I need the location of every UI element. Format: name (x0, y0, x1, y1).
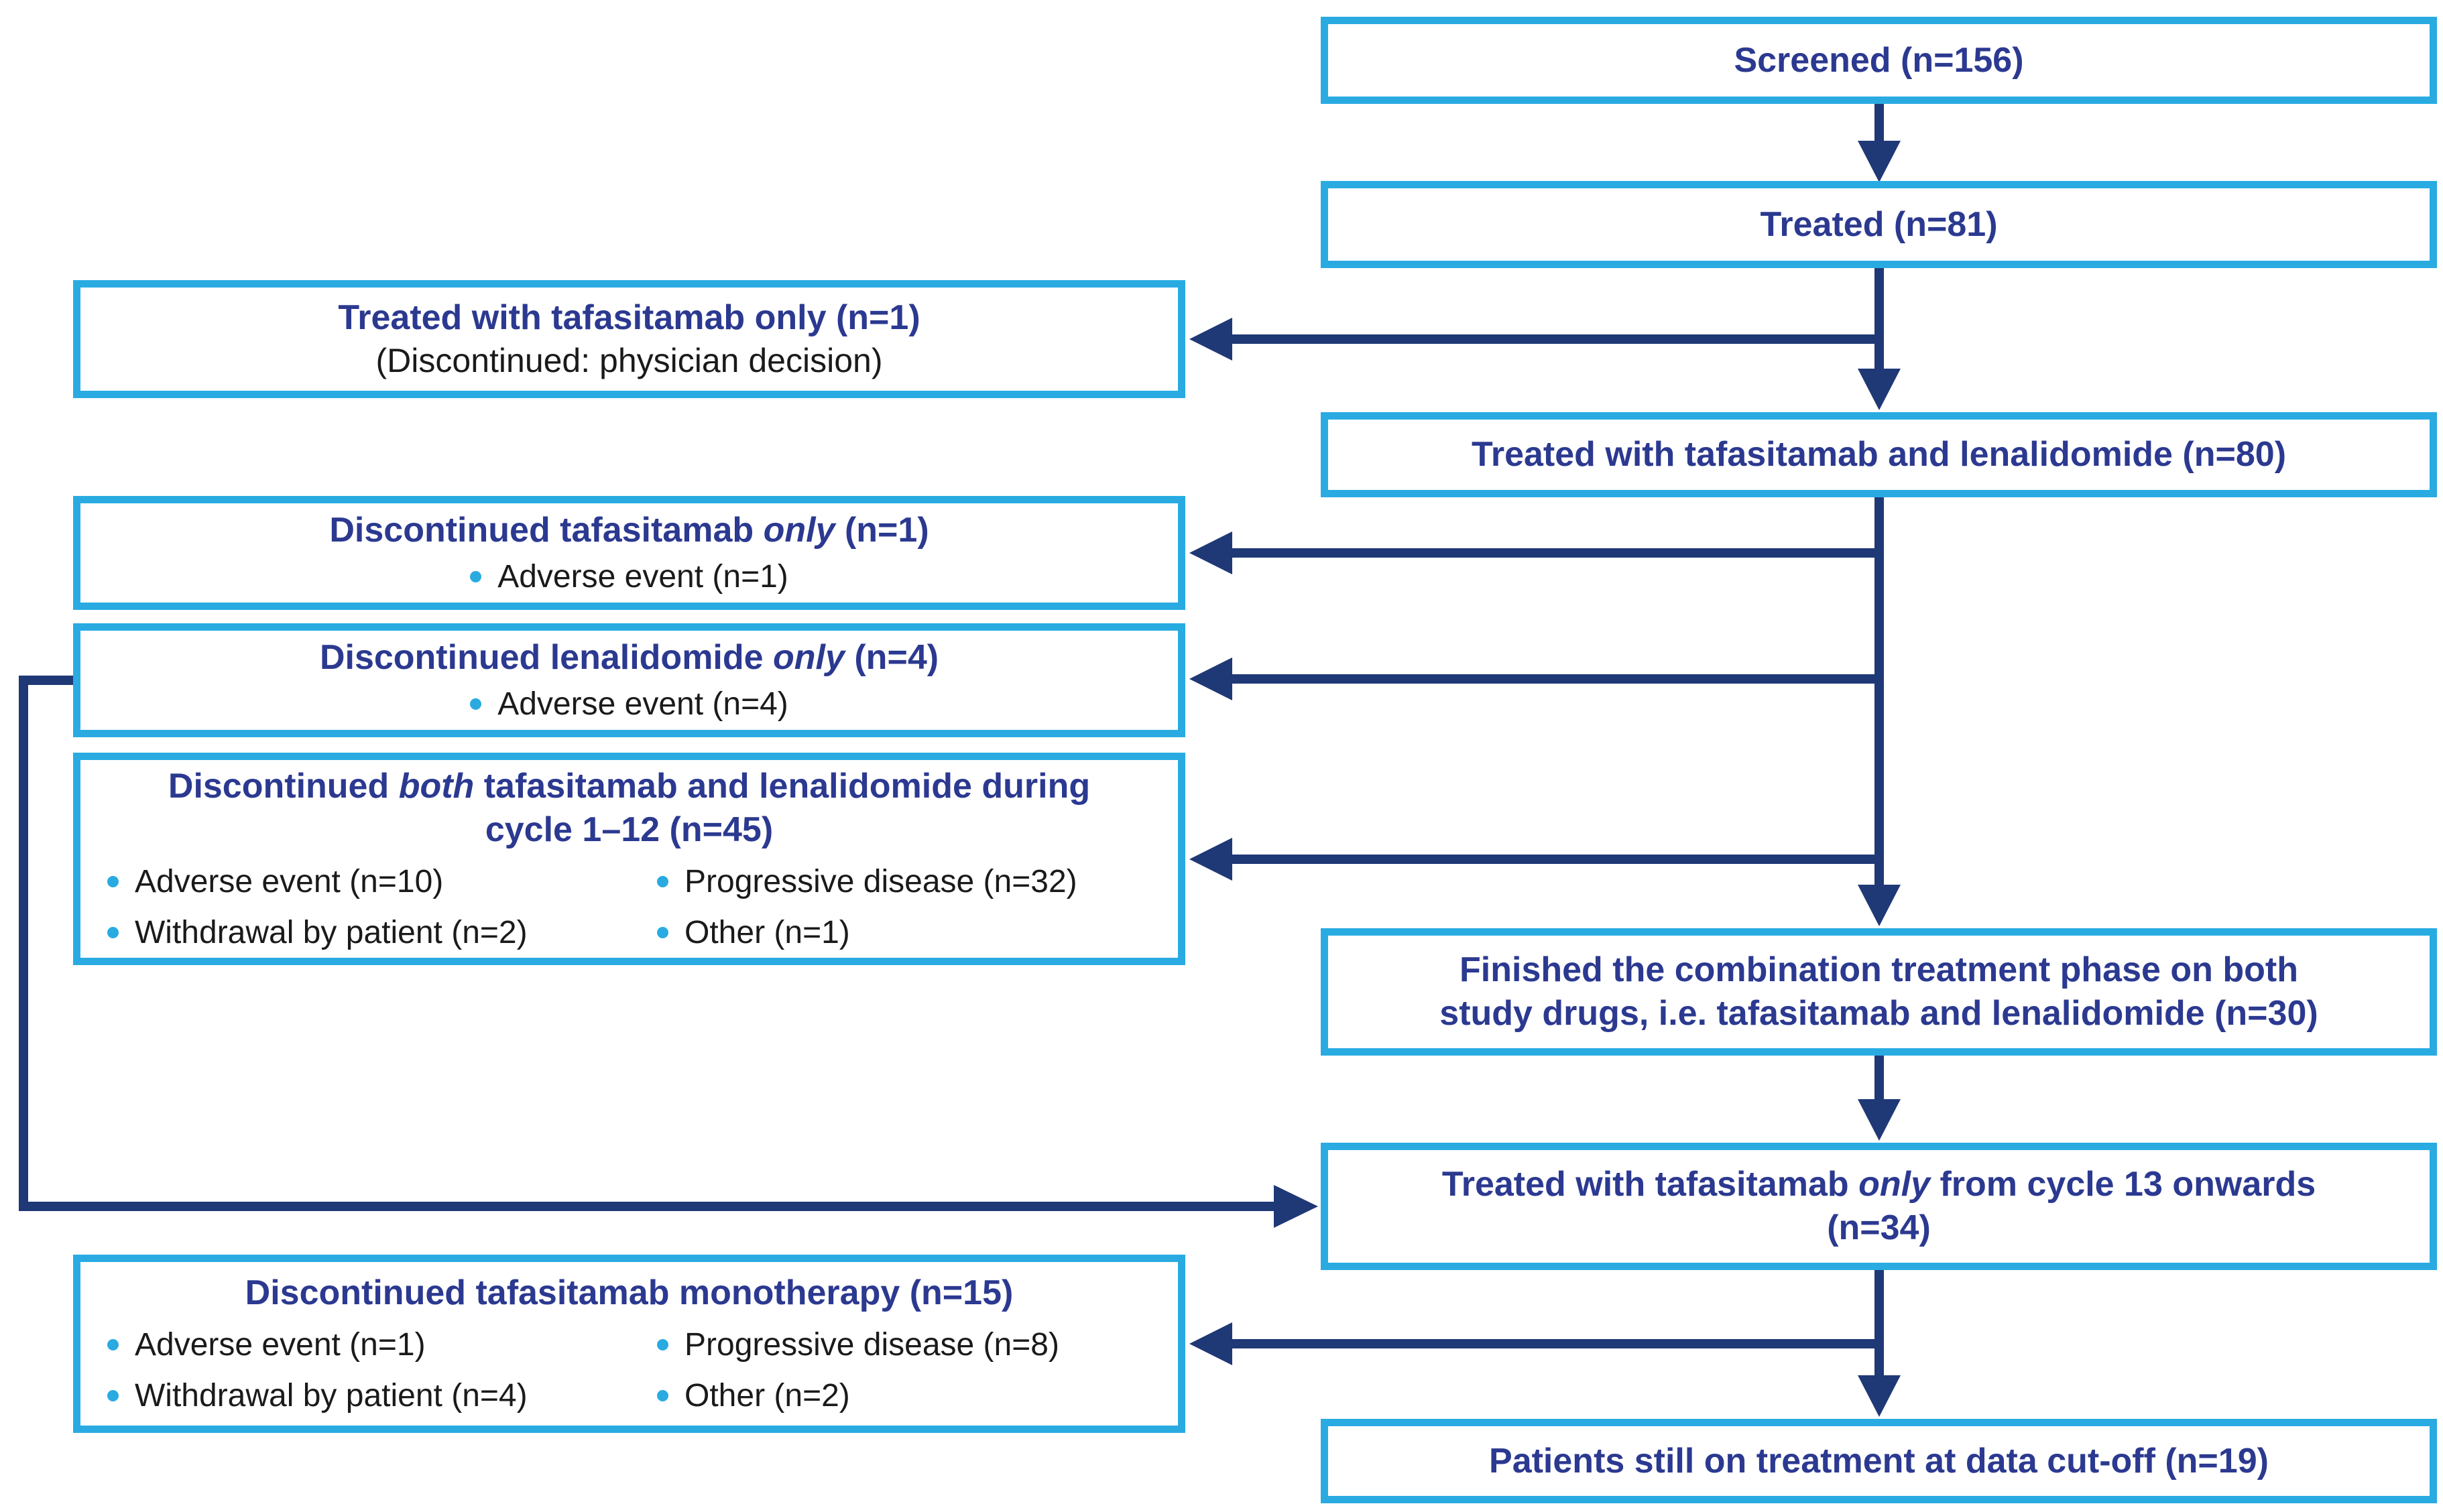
flow-box-taf-only: Treated with tafasitamab only (n=1) (Dis… (73, 280, 1185, 398)
bullet-label: Adverse event (n=1) (497, 558, 788, 594)
flow-box-disc-monotherapy: Discontinued tafasitamab monotherapy (n=… (73, 1255, 1185, 1433)
flow-box-disc-both: Discontinued both tafasitamab and lenali… (73, 753, 1185, 965)
bullet-row: Adverse event (n=4) (80, 684, 1178, 724)
flow-box-screened: Screened (n=156) (1321, 17, 2437, 104)
bullet-item: Adverse event (n=1) (470, 556, 788, 597)
bullet-icon (657, 926, 668, 938)
bullet-icon (470, 571, 482, 582)
title-text: Treated with tafasitamab (1441, 1165, 1859, 1204)
bullet-icon (657, 1389, 668, 1401)
box-title-line1: Discontinued both tafasitamab and lenali… (168, 765, 1090, 808)
bullet-label: Withdrawal by patient (n=2) (135, 914, 528, 950)
box-title-line1: Finished the combination treatment phase… (1459, 950, 2298, 989)
bullet-label: Other (n=2) (684, 1377, 850, 1413)
bullet-icon (107, 926, 119, 938)
bullet-grid: Adverse event (n=1) Progressive disease … (80, 1315, 1178, 1416)
bullet-item: Other (n=2) (657, 1375, 1171, 1416)
title-text: from cycle 13 onwards (1930, 1165, 2316, 1204)
bullet-label: Withdrawal by patient (n=4) (135, 1377, 528, 1413)
box-note: (Discontinued: physician decision) (375, 342, 883, 379)
bullet-label: Other (n=1) (684, 914, 850, 950)
arrowhead-branch-disc-taf (1189, 531, 1232, 574)
title-text: Discontinued (168, 767, 399, 806)
arrowhead-screened-to-treated (1858, 141, 1901, 182)
bullet-icon (470, 698, 482, 710)
bullet-label: Adverse event (n=4) (497, 686, 788, 722)
bullet-icon (107, 1339, 119, 1351)
flow-box-still-on-treatment: Patients still on treatment at data cut-… (1321, 1419, 2437, 1503)
title-text: (n=1) (835, 510, 929, 550)
bullet-item: Progressive disease (n=8) (657, 1324, 1171, 1365)
bullet-icon (107, 876, 119, 888)
title-text: (n=4) (844, 637, 939, 677)
title-italic-text: both (398, 767, 475, 806)
bullet-item: Withdrawal by patient (n=2) (107, 912, 657, 953)
title-text: tafasitamab and lenalidomide during (474, 767, 1091, 806)
arrowhead-branch-disc-len (1189, 657, 1232, 700)
bullet-item: Progressive disease (n=32) (657, 861, 1171, 902)
box-title-line2: study drugs, i.e. tafasitamab and lenali… (1439, 994, 2318, 1033)
title-text: Discontinued lenalidomide (319, 637, 774, 677)
box-title: Discontinued tafasitamab monotherapy (n=… (245, 1273, 1014, 1313)
bullet-icon (107, 1389, 119, 1401)
bullet-item: Adverse event (n=10) (107, 861, 657, 902)
flow-box-disc-len-only: Discontinued lenalidomide only (n=4) Adv… (73, 623, 1185, 737)
box-title-line2: cycle 1–12 (n=45) (485, 810, 774, 850)
bullet-icon (657, 876, 668, 888)
arrowhead-cycle13-to-stillon (1858, 1375, 1901, 1417)
arrowhead-elbow-to-cycle13 (1274, 1185, 1318, 1228)
box-title: Treated with tafasitamab and lenalidomid… (1471, 435, 2287, 474)
title-italic-text: only (763, 510, 835, 550)
arrowhead-taflen-to-finished (1858, 885, 1901, 926)
bullet-grid: Adverse event (n=10) Progressive disease… (80, 852, 1178, 953)
flow-box-finished-combo: Finished the combination treatment phase… (1321, 928, 2437, 1056)
arrowhead-branch-disc-mono (1189, 1322, 1232, 1365)
bullet-icon (657, 1339, 668, 1351)
bullet-item: Other (n=1) (657, 912, 1171, 953)
bullet-label: Adverse event (n=10) (135, 864, 444, 900)
box-title-line1: Treated with tafasitamab only from cycle… (1442, 1163, 2316, 1206)
bullet-label: Adverse event (n=1) (135, 1327, 426, 1363)
arrowhead-branch-taf-only (1189, 318, 1232, 361)
box-title: Discontinued lenalidomide only (n=4) (320, 636, 939, 680)
title-italic-text: only (1858, 1165, 1931, 1204)
arrowhead-treated-to-taflen (1858, 369, 1901, 410)
elbow-disclen-to-cycle13 (19, 676, 1275, 1211)
arrowhead-branch-disc-both (1189, 838, 1232, 881)
bullet-label: Progressive disease (n=32) (684, 864, 1077, 900)
box-title: Patients still on treatment at data cut-… (1489, 1441, 2269, 1480)
box-title: Screened (n=156) (1734, 40, 2024, 80)
bullet-row: Adverse event (n=1) (80, 556, 1178, 597)
title-text: Discontinued tafasitamab (329, 510, 764, 550)
flow-box-treated: Treated (n=81) (1321, 181, 2437, 268)
flow-box-taf-cycle13: Treated with tafasitamab only from cycle… (1321, 1143, 2437, 1270)
box-title: Treated with tafasitamab only (n=1) (338, 298, 920, 337)
arrowhead-finished-to-cycle13 (1858, 1099, 1901, 1141)
title-italic-text: only (773, 637, 845, 677)
bullet-item: Withdrawal by patient (n=4) (107, 1375, 657, 1416)
bullet-item: Adverse event (n=1) (107, 1324, 657, 1365)
bullet-item: Adverse event (n=4) (470, 684, 788, 724)
box-title-line2: (n=34) (1827, 1208, 1931, 1247)
box-title: Discontinued tafasitamab only (n=1) (329, 509, 929, 552)
flow-box-disc-taf-only: Discontinued tafasitamab only (n=1) Adve… (73, 496, 1185, 610)
bullet-label: Progressive disease (n=8) (684, 1327, 1059, 1363)
flow-box-taf-len: Treated with tafasitamab and lenalidomid… (1321, 412, 2437, 497)
box-title: Treated (n=81) (1760, 204, 1998, 244)
